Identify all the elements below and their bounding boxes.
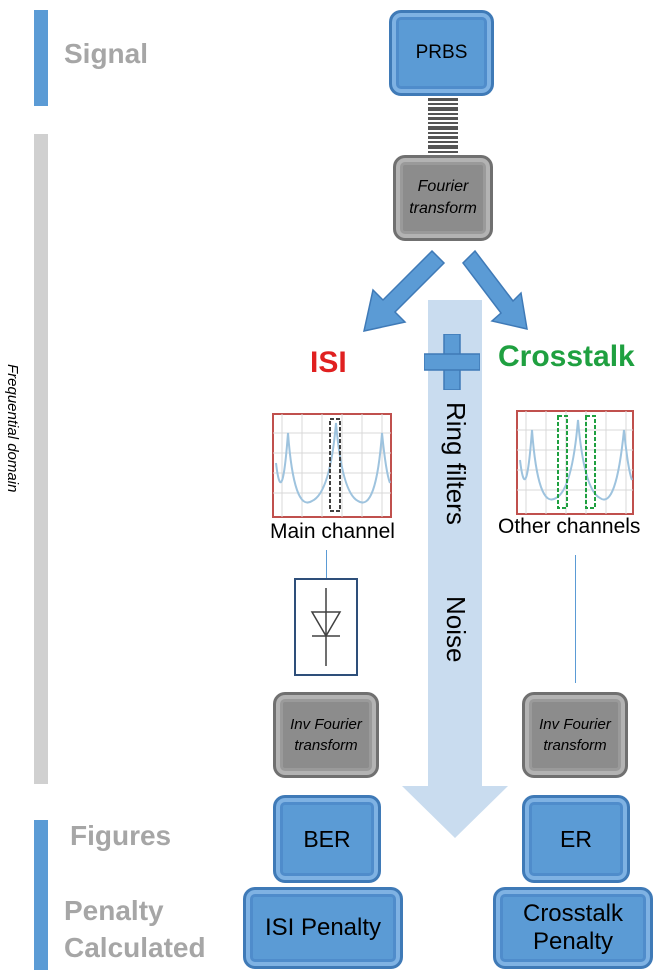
figures-bar xyxy=(34,820,48,970)
inv-fourier-right-line1: Inv Fourier xyxy=(539,716,611,733)
prbs-box[interactable]: PRBS xyxy=(389,10,494,96)
inv-fourier-left-box[interactable]: Inv Fourier transform xyxy=(273,692,379,778)
signal-bar xyxy=(34,10,48,106)
photodiode-icon xyxy=(294,578,358,676)
frequential-domain-label: Frequential domain xyxy=(4,364,21,493)
crosstalk-connector xyxy=(575,555,576,683)
ber-box[interactable]: BER xyxy=(273,795,381,883)
crosstalk-heading: Crosstalk xyxy=(498,340,635,373)
isi-connector xyxy=(326,550,327,578)
main-channel-caption: Main channel xyxy=(270,520,395,543)
prbs-label: PRBS xyxy=(415,42,468,63)
frequential-bar xyxy=(34,134,48,784)
noise-label: Noise xyxy=(441,596,471,663)
crosstalk-penalty-line2: Penalty xyxy=(532,928,614,955)
plus-icon xyxy=(424,334,480,390)
other-channels-caption: Other channels xyxy=(498,515,641,538)
inv-fourier-left-line1: Inv Fourier xyxy=(290,716,362,733)
fourier-transform-box[interactable]: Fourier transform xyxy=(393,155,493,241)
signal-label: Signal xyxy=(64,38,149,69)
fourier-label-line2: transform xyxy=(409,200,477,217)
inv-fourier-left-line2: transform xyxy=(294,737,358,754)
other-channels-spectrum xyxy=(516,410,634,515)
figures-label: Figures xyxy=(70,820,172,851)
inv-fourier-right-box[interactable]: Inv Fourier transform xyxy=(522,692,628,778)
fourier-label-line1: Fourier xyxy=(417,178,469,195)
penalty-label-line2: Calculated xyxy=(64,932,206,963)
penalty-label-line1: Penalty xyxy=(64,895,164,926)
isi-penalty-box[interactable]: ISI Penalty xyxy=(243,887,403,969)
bitstream-icon xyxy=(428,96,458,158)
er-box[interactable]: ER xyxy=(522,795,630,883)
crosstalk-penalty-box[interactable]: Crosstalk Penalty xyxy=(493,887,653,969)
main-channel-spectrum xyxy=(272,413,392,518)
crosstalk-penalty-line1: Crosstalk xyxy=(522,900,624,927)
isi-penalty-label: ISI Penalty xyxy=(264,914,382,941)
inv-fourier-right-line2: transform xyxy=(543,737,607,754)
er-label: ER xyxy=(560,825,592,852)
noise-arrow xyxy=(402,300,508,838)
ring-filters-label: Ring filters xyxy=(441,402,471,525)
arrow-down-right-icon xyxy=(462,249,528,330)
ber-label: BER xyxy=(303,825,351,852)
arrow-down-left-icon xyxy=(363,249,446,332)
isi-heading: ISI xyxy=(310,346,347,379)
